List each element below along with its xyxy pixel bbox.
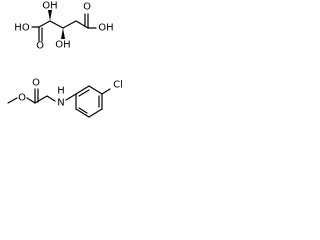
atom-label-oh-right: OH [98, 23, 113, 34]
atom-label-o-ester: O [18, 93, 26, 104]
bond [26, 97, 36, 104]
bond [38, 20, 51, 28]
atom-label-o-top-right: O [83, 2, 91, 13]
bond [88, 85, 103, 95]
chemical-structure-diagram: HO OH O O OH OH [0, 0, 137, 127]
bond [49, 20, 64, 29]
atom-label-oh-top: OH [42, 1, 57, 12]
stereo-wedge [61, 28, 65, 39]
bond [7, 97, 18, 104]
bond [75, 20, 89, 29]
stereo-wedge [48, 10, 52, 21]
atom-label-oh-bottom: OH [55, 40, 70, 51]
bond [78, 89, 90, 97]
bond [46, 95, 56, 102]
tartaric-acid-molecule: HO OH O O OH OH [14, 1, 113, 52]
bond [88, 108, 103, 118]
bond [75, 108, 90, 118]
atom-label-cl: Cl [113, 80, 123, 91]
bond [34, 95, 48, 104]
atom-label-o-left-carbonyl: O [36, 41, 44, 52]
atom-label-o-carbonyl: O [32, 78, 40, 89]
bond [75, 85, 90, 95]
bond [78, 107, 88, 114]
atom-label-n: N [57, 98, 64, 109]
structure-svg: HO OH O O OH OH [7, 1, 123, 118]
bond [101, 88, 111, 95]
amino-ester-molecule: O O N H Cl [7, 78, 123, 118]
atom-label-ho-left: HO [14, 23, 30, 34]
atom-label-nh: H [57, 86, 65, 97]
bond [62, 20, 77, 29]
bond [65, 93, 77, 101]
